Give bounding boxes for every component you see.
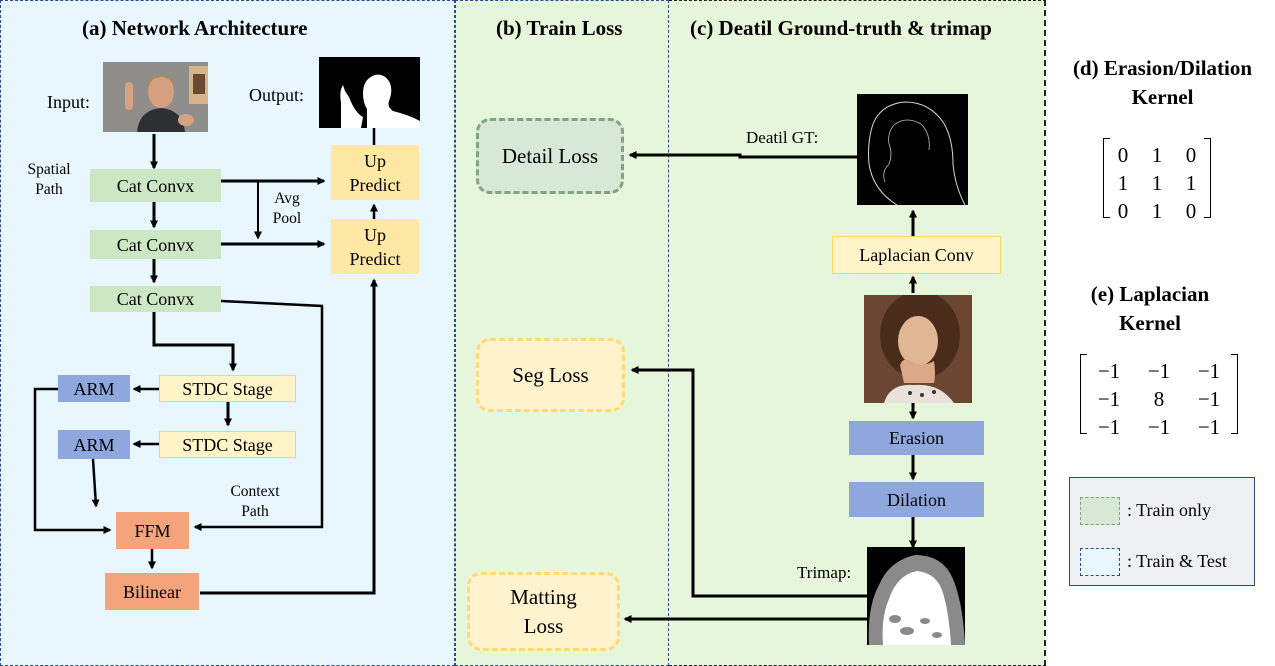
trimap-image: [867, 547, 965, 645]
matrix-cell: 1: [1151, 199, 1163, 223]
legend-train-only-text: : Train only: [1127, 500, 1212, 520]
matrix-cell: −1: [1147, 415, 1171, 439]
arrow-arm2-to-ffm: [91, 458, 100, 508]
train-loss-title: (b) Train Loss: [496, 16, 623, 40]
laplacian-conv-box: Laplacian Conv: [832, 236, 1001, 274]
erasion-box: Erasion: [849, 421, 984, 455]
detail-gt-edge-map: [857, 94, 968, 205]
network-architecture-title: (a) Network Architecture: [82, 16, 308, 40]
matting-loss-line2: Loss: [523, 613, 564, 638]
spatial-path-line2: Path: [35, 181, 63, 198]
seg-loss-box: Seg Loss: [476, 338, 625, 412]
up-predict-2-line1: Up: [364, 224, 386, 245]
output-label: Output:: [249, 85, 305, 105]
legend-swatch-train-test: [1080, 548, 1120, 576]
context-path-line1: Context: [230, 483, 280, 500]
stdc-stage-1: STDC Stage: [159, 375, 296, 402]
context-path-line2: Path: [241, 503, 269, 520]
laplacian-kernel-title: (e) Laplacian Kernel: [1050, 280, 1250, 338]
erasion-dilation-title-line1: (d) Erasion/Dilation: [1072, 56, 1253, 80]
arrow-detail-gt-to-detail-loss: [628, 151, 857, 159]
up-predict-2: Up Predict: [331, 219, 419, 274]
matrix-cell: 1: [1185, 171, 1197, 195]
spatial-path-line1: Spatial: [27, 161, 71, 178]
arrow-context-path: [193, 299, 324, 531]
arrow-bilinear-to-up2: [200, 278, 378, 595]
arm-2: ARM: [58, 430, 130, 459]
up-predict-1-line1: Up: [364, 150, 386, 171]
matrix-cell: 0: [1185, 143, 1197, 167]
arrow-cat3-to-stdc1: [152, 312, 237, 372]
up-predict-1: Up Predict: [331, 145, 419, 200]
erasion-dilation-kernel-title: (d) Erasion/Dilation Kernel: [1050, 54, 1275, 112]
detail-loss-box: Detail Loss: [476, 118, 624, 194]
matrix-cell: −1: [1197, 415, 1221, 439]
ffm-box: FFM: [116, 512, 189, 549]
arrow-trimap-to-seg-loss: [630, 366, 867, 598]
bilinear-box: Bilinear: [105, 573, 199, 610]
train-loss-panel: [455, 0, 669, 666]
matting-loss-box: Matting Loss: [467, 572, 620, 651]
input-label: Input:: [47, 92, 90, 112]
erasion-dilation-title-line2: Kernel: [1131, 85, 1194, 109]
dilation-box: Dilation: [849, 482, 984, 517]
matrix-cell: 1: [1117, 171, 1129, 195]
matrix-left-bracket: [1080, 354, 1087, 434]
matrix-cell: 0: [1117, 199, 1129, 223]
trimap-label: Trimap:: [797, 563, 852, 582]
detail-gt-label: Deatil GT:: [746, 128, 819, 147]
matrix-cell: 0: [1185, 199, 1197, 223]
avg-pool-line2: Pool: [272, 210, 302, 227]
groundtruth-title: (c) Deatil Ground-truth & trimap: [690, 16, 992, 40]
matrix-cell: 0: [1117, 143, 1129, 167]
cat-convx-3: Cat Convx: [90, 286, 221, 312]
up-predict-1-line2: Predict: [349, 174, 401, 195]
matrix-right-bracket: [1231, 354, 1238, 434]
legend-swatch-train-only: [1080, 497, 1120, 525]
legend-train-test-text: : Train & Test: [1127, 551, 1227, 571]
input-photo: [103, 62, 208, 132]
laplacian-matrix-cells: −1 −1 −1 −1 8 −1 −1 −1 −1: [1080, 354, 1238, 444]
matrix-cell: −1: [1097, 387, 1121, 411]
matrix-cell: 8: [1153, 387, 1165, 411]
matrix-cell: −1: [1147, 359, 1171, 383]
matrix-cell: 1: [1151, 143, 1163, 167]
context-path-label: Context Path: [222, 482, 288, 522]
output-silhouette: [319, 57, 420, 128]
legend: : Train only : Train & Test: [1069, 477, 1255, 586]
matrix-cell: −1: [1097, 415, 1121, 439]
avg-pool-label: Avg Pool: [262, 189, 312, 229]
cat-convx-2: Cat Convx: [90, 230, 221, 259]
laplacian-matrix: −1 −1 −1 −1 8 −1 −1 −1 −1: [1080, 354, 1238, 439]
arm-1: ARM: [58, 375, 130, 402]
up-predict-2-line2: Predict: [349, 248, 401, 269]
matrix-cell: −1: [1197, 359, 1221, 383]
detail-gt-image: [857, 94, 968, 205]
output-alpha-image: [319, 57, 420, 128]
source-photo: [864, 295, 972, 403]
matrix-left-bracket: [1103, 138, 1110, 218]
source-girl-image: [864, 295, 972, 403]
laplacian-title-line2: Kernel: [1119, 311, 1181, 335]
matrix-right-bracket: [1204, 138, 1211, 218]
avg-pool-line1: Avg: [274, 190, 300, 207]
matting-loss-line1: Matting: [510, 584, 577, 609]
matrix-cell: 1: [1151, 171, 1163, 195]
matrix-cell: −1: [1197, 387, 1221, 411]
spatial-path-label: Spatial Path: [20, 160, 78, 200]
stdc-stage-2: STDC Stage: [159, 431, 296, 458]
trimap-mask: [867, 547, 965, 645]
matrix-cell: −1: [1097, 359, 1121, 383]
arrow-arm1-to-ffm: [33, 387, 112, 534]
cat-convx-1: Cat Convx: [90, 169, 221, 202]
input-person-image: [103, 62, 208, 132]
laplacian-title-line1: (e) Laplacian: [1090, 282, 1210, 306]
